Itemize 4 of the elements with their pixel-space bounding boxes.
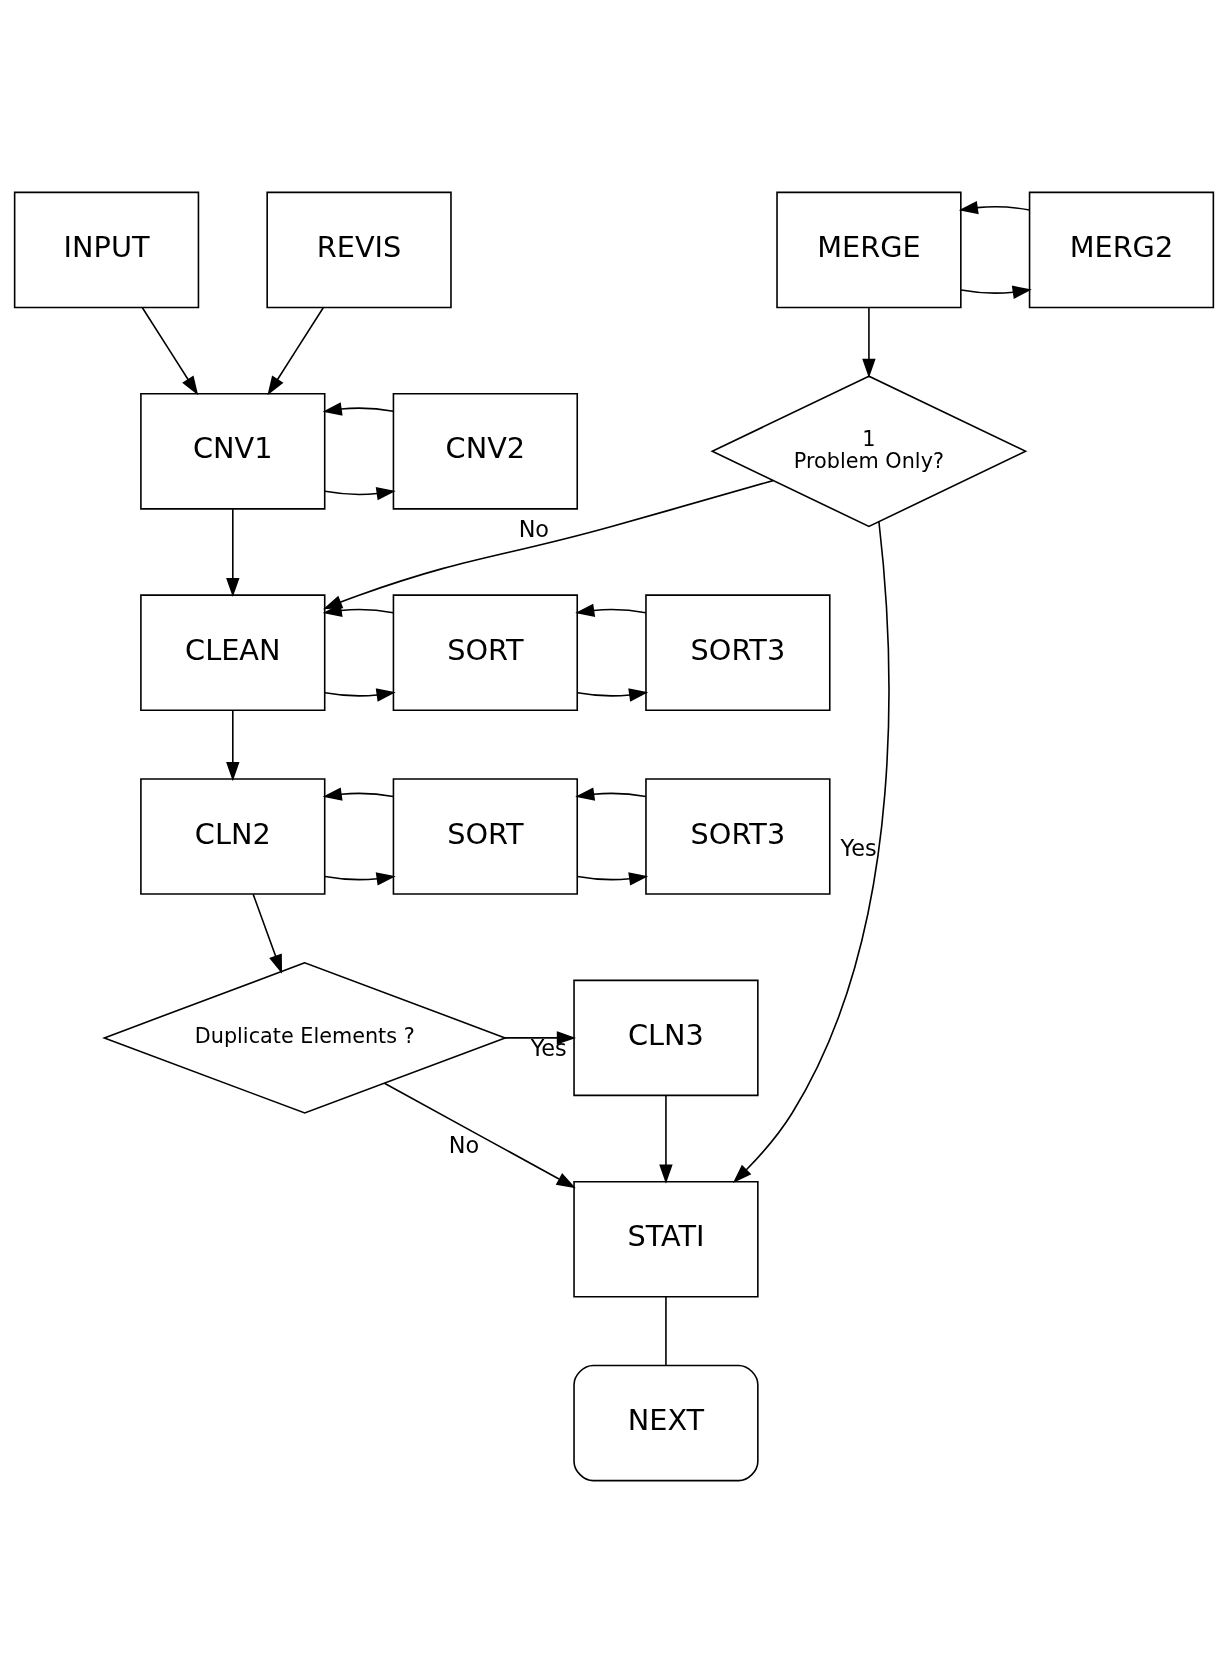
edge-label: No xyxy=(448,1131,480,1158)
edge-label: No xyxy=(518,515,550,542)
edge-label: Yes xyxy=(530,1034,567,1061)
edge-label: Yes xyxy=(840,834,877,861)
